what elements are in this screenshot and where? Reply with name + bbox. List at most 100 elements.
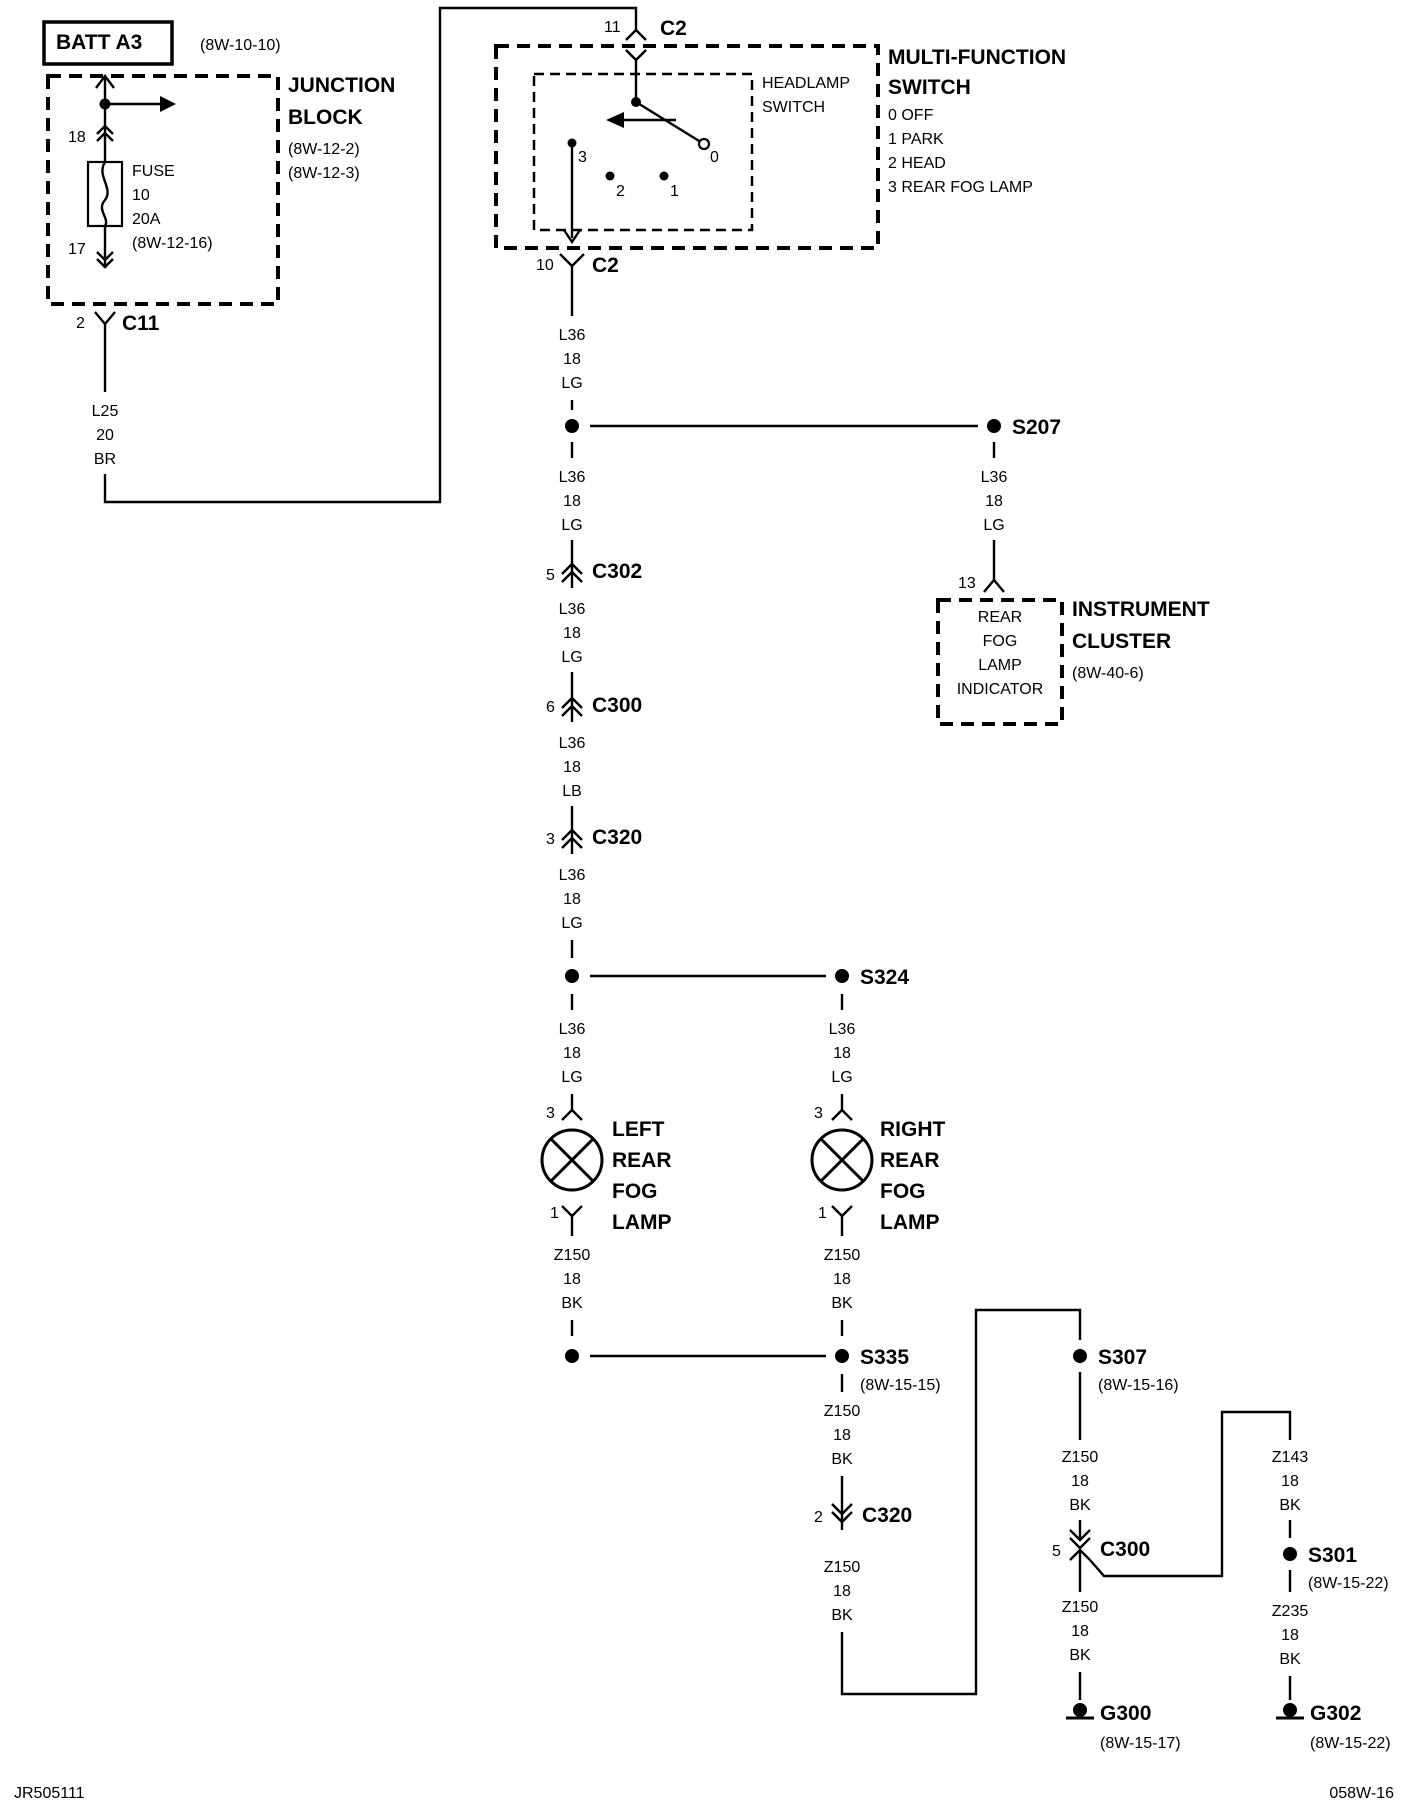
svg-text:L25: L25 [92,403,119,420]
connector-c302: 5 C302 [546,560,642,588]
svg-text:6: 6 [546,699,555,716]
ground-g300-label: G300 [1100,1702,1151,1725]
svg-text:REAR: REAR [978,609,1022,626]
svg-text:FOG: FOG [983,633,1018,650]
svg-text:LG: LG [983,517,1004,534]
connector-c320-lower: 2 C320 [814,1503,912,1530]
svg-text:L36: L36 [559,735,586,752]
multifunction-switch: 11 C2 MULTI-FUNCTION SWITCH 0 OFF 1 PARK… [494,17,1066,316]
splice-s301 [1283,1547,1297,1561]
svg-text:Z150: Z150 [1062,1599,1099,1616]
svg-text:20: 20 [96,427,114,444]
connector-c300-lower: 5 C300 [1052,1529,1150,1561]
fuse-rating: 20A [132,211,161,228]
wire-label-w7: L36 18 LG [559,1021,586,1086]
c2-top-label: C2 [660,17,687,40]
ground-g300-icon [1066,1703,1094,1720]
svg-text:18: 18 [563,351,581,368]
ic-pin-13: 13 [958,575,976,592]
left-lamp-line-1: LEFT [612,1118,665,1141]
svg-text:LAMP: LAMP [978,657,1022,674]
svg-text:Z150: Z150 [824,1403,861,1420]
wire-label-w16: Z235 18 BK [1272,1603,1309,1668]
splice-s307 [1073,1349,1087,1363]
right-lamp-line-3: FOG [880,1180,926,1203]
footer-right: 058W-16 [1329,1785,1394,1802]
wire-label-w4: L36 18 LG [559,601,586,666]
left-lamp-line-2: REAR [612,1149,672,1172]
instrument-cluster: REAR FOG LAMP INDICATOR INSTRUMENT CLUST… [936,598,1210,726]
wire-label-w5: L36 18 LB [559,735,586,800]
svg-text:18: 18 [563,891,581,908]
svg-text:LB: LB [562,783,582,800]
mfs-name-2: SWITCH [888,76,971,99]
svg-text:18: 18 [1071,1623,1089,1640]
fuse-icon [86,160,124,228]
junction-block-ref-2: (8W-12-3) [288,165,360,182]
headlamp-switch-1: HEADLAMP [762,75,850,92]
left-lamp-line-3: FOG [612,1180,658,1203]
junction-block-ref-1: (8W-12-2) [288,141,360,158]
svg-text:BK: BK [1069,1497,1091,1514]
svg-text:LG: LG [561,375,582,392]
svg-text:BK: BK [1279,1651,1301,1668]
svg-text:BK: BK [831,1607,853,1624]
mfs-name-1: MULTI-FUNCTION [888,46,1066,69]
svg-text:BK: BK [831,1295,853,1312]
svg-text:LG: LG [561,1069,582,1086]
wire-l25-route [103,6,638,504]
ground-g302-ref: (8W-15-22) [1310,1735,1391,1752]
mfs-pos-2: 2 HEAD [888,155,946,172]
svg-text:LG: LG [561,649,582,666]
svg-text:INDICATOR: INDICATOR [957,681,1044,698]
svg-text:BR: BR [94,451,116,468]
connector-c320: 3 C320 [546,826,642,854]
jb-pin-18: 18 [68,129,86,146]
splice-s301-label: S301 [1308,1544,1357,1567]
splice-dot-s207-branch [565,419,579,433]
ground-g302-icon [1276,1703,1304,1720]
splice-dot-s324-branch [565,969,579,983]
svg-text:L36: L36 [559,601,586,618]
svg-text:L36: L36 [559,1021,586,1038]
splice-s207-label: S207 [1012,416,1061,439]
svg-text:LG: LG [561,517,582,534]
svg-text:Z143: Z143 [1272,1449,1309,1466]
ic-name-2: CLUSTER [1072,630,1171,653]
svg-text:C300: C300 [1100,1538,1150,1561]
ic-ref: (8W-40-6) [1072,665,1144,682]
c2-top-pin: 11 [604,19,621,36]
svg-text:18: 18 [833,1583,851,1600]
ground-g302-label: G302 [1310,1702,1361,1725]
splice-s301-ref: (8W-15-22) [1308,1575,1389,1592]
svg-text:L36: L36 [981,469,1008,486]
right-lamp-line-4: LAMP [880,1211,940,1234]
svg-text:L36: L36 [559,327,586,344]
svg-text:Z150: Z150 [824,1559,861,1576]
splice-s335-ref: (8W-15-15) [860,1377,941,1394]
wire-label-w3: L36 18 LG [559,469,586,534]
svg-text:18: 18 [563,1045,581,1062]
svg-text:18: 18 [1281,1473,1299,1490]
junction-block-name-2: BLOCK [288,106,363,129]
connector-c11: 2 C11 [76,311,160,392]
mfs-pos-1: 1 PARK [888,131,944,148]
svg-text:18: 18 [833,1427,851,1444]
splice-s335 [835,1349,849,1363]
svg-text:2: 2 [616,183,625,200]
svg-text:5: 5 [546,567,555,584]
svg-text:C302: C302 [592,560,642,583]
svg-text:3: 3 [546,831,555,848]
svg-text:BK: BK [1279,1497,1301,1514]
junction-block-name-1: JUNCTION [288,74,395,97]
svg-text:18: 18 [1281,1627,1299,1644]
batt-a3-box: BATT A3 (8W-10-10) [42,20,281,66]
wire-label-w8: L36 18 LG [829,1021,856,1086]
left-rear-fog-lamp-icon [540,1128,604,1192]
headlamp-switch-2: SWITCH [762,99,825,116]
fuse-label: FUSE [132,163,175,180]
ground-g300-ref: (8W-15-17) [1100,1735,1181,1752]
fuse-ref: (8W-12-16) [132,235,213,252]
wire-label-w14: Z150 18 BK [1062,1599,1099,1664]
jb-pin-17: 17 [68,241,86,258]
